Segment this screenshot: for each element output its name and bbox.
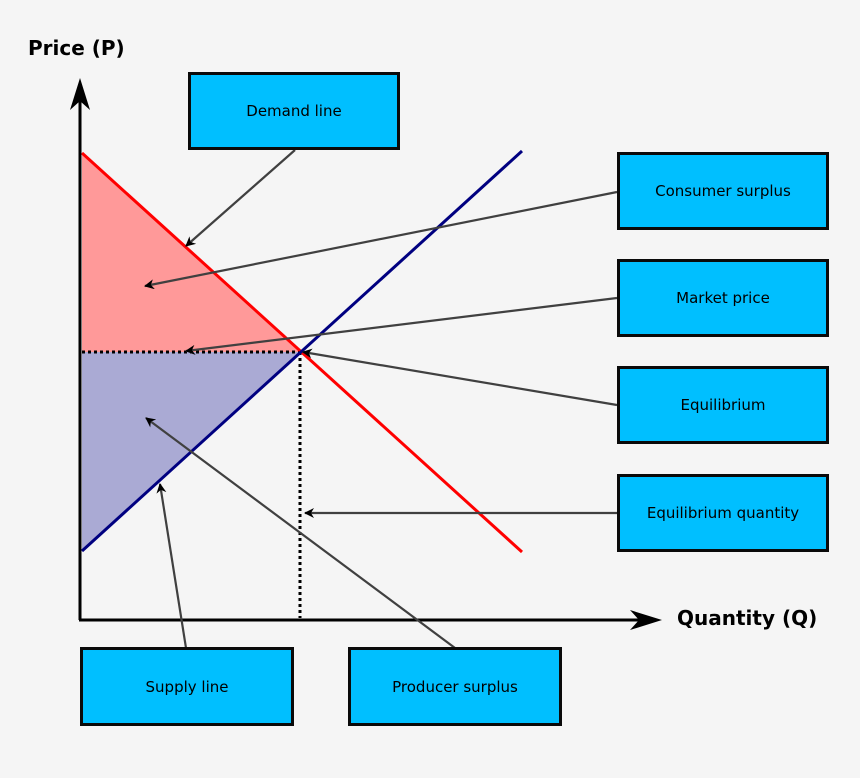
consumer-surplus-label-box: Consumer surplus [617,152,829,230]
x-axis-arrowhead [630,610,662,630]
consumer-surplus-leader [144,190,618,290]
demand-line-label: Demand line [246,102,342,120]
supply-line [80,149,524,553]
supply-line-label-box: Supply line [80,647,294,726]
y-axis-label: Price (P) [28,36,125,60]
producer-surplus-label: Producer surplus [392,677,518,696]
equilibrium-quantity-label-box: Equilibrium quantity [617,474,829,552]
supply-line-label: Supply line [145,677,229,696]
equilibrium-label: Equilibrium [680,396,766,414]
market-price-label-box: Market price [617,259,829,337]
demand-line-leader [185,149,296,247]
equilibrium-leader [302,348,618,407]
supply-line-leader [156,483,188,649]
producer-surplus-leader [145,417,456,649]
equilibrium-quantity-label: Equilibrium quantity [646,504,800,522]
producer-surplus-label-box: Producer surplus [348,647,562,726]
x-axis-label: Quantity (Q) [677,606,818,630]
demand-line-label-box: Demand line [188,72,400,150]
market-price-leader [185,296,618,355]
consumer-surplus-label: Consumer surplus [655,182,791,200]
market-price-label: Market price [676,289,770,307]
equilibrium-label-box: Equilibrium [617,366,829,444]
y-axis-arrowhead [70,78,90,110]
